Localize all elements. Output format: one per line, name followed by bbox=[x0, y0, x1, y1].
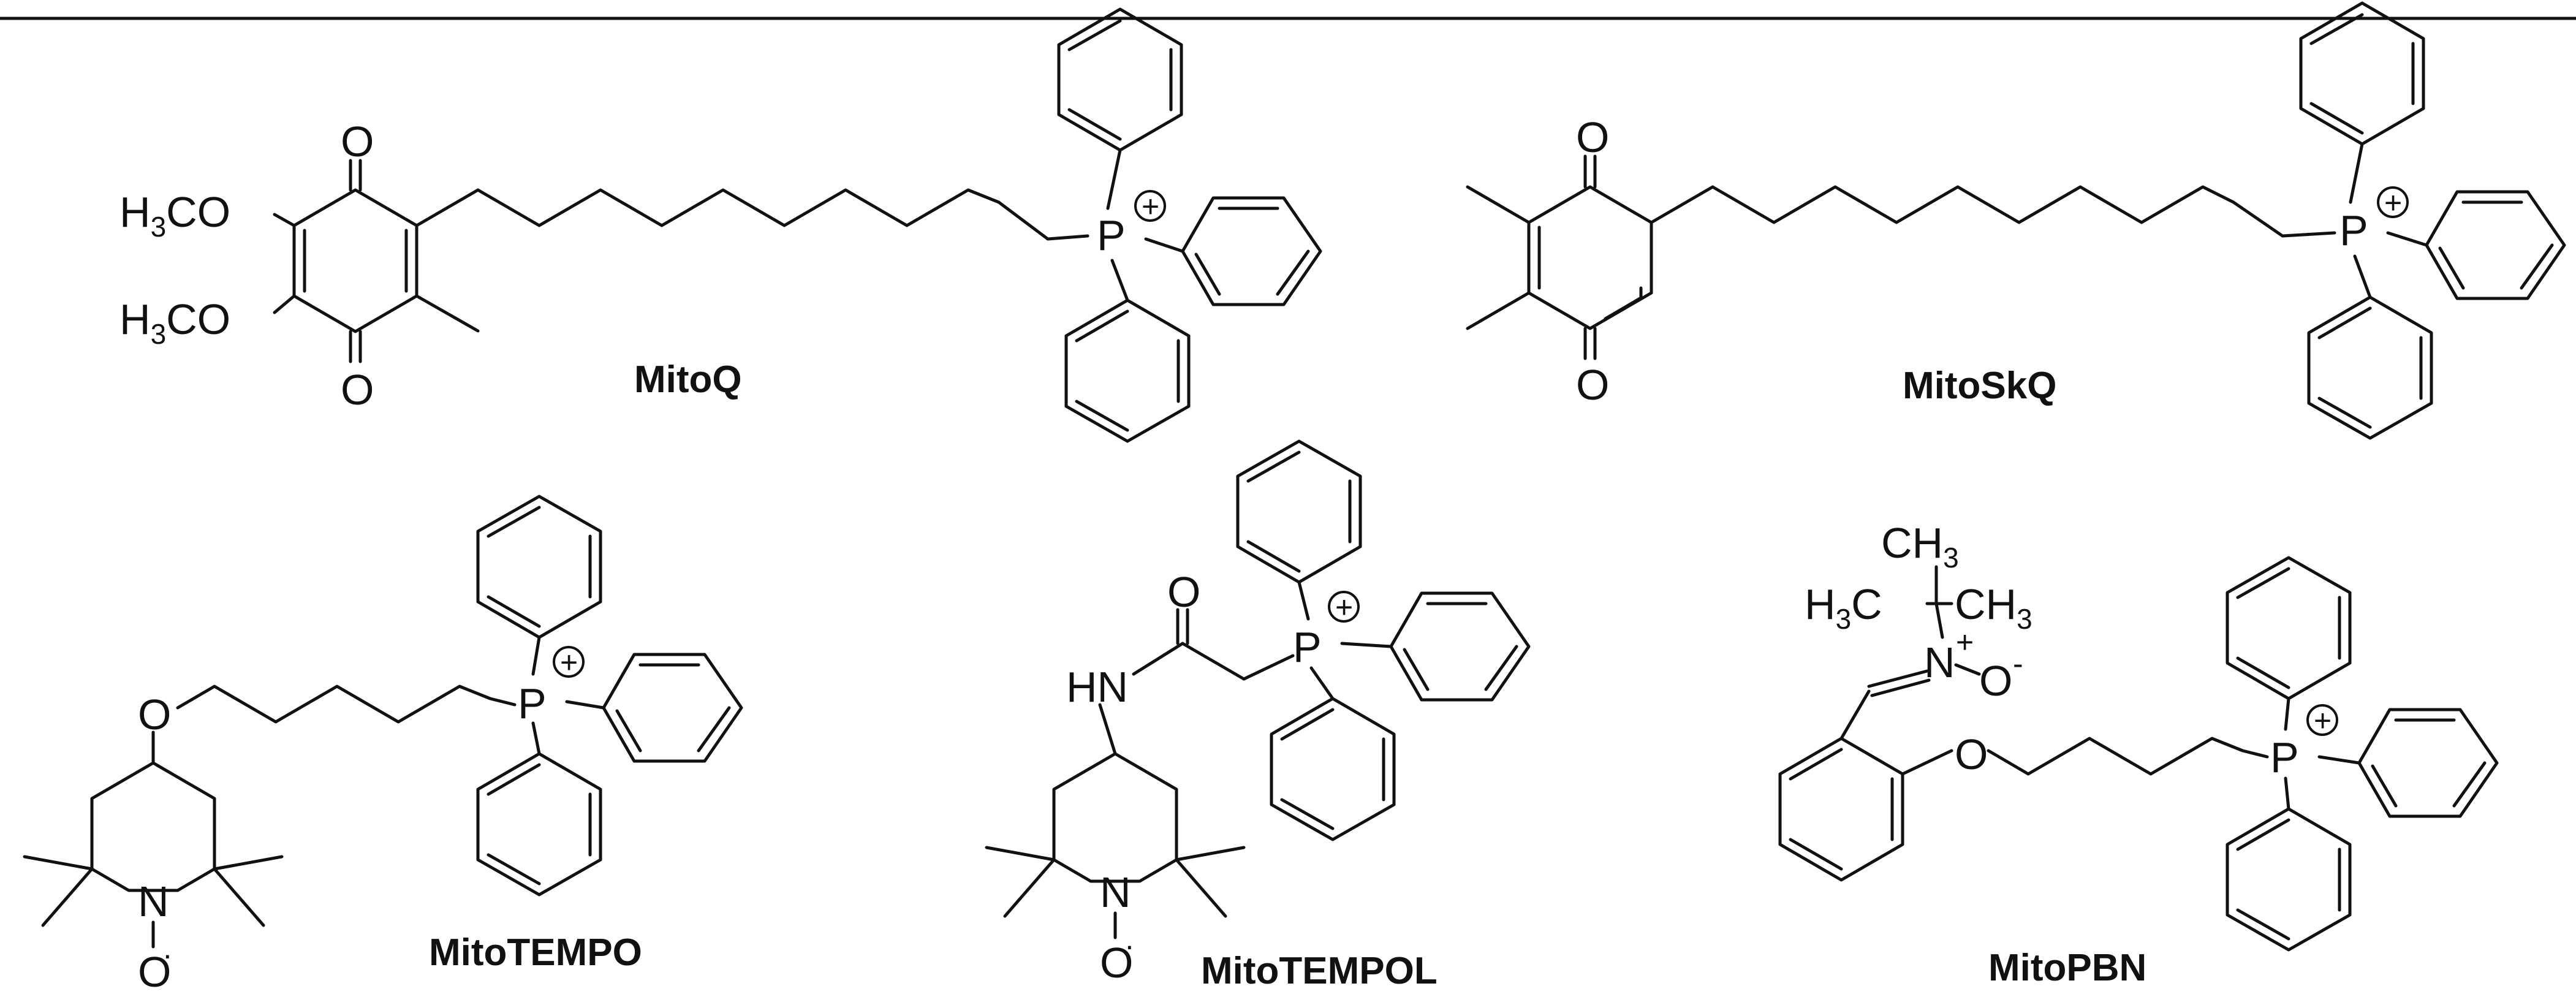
mitotempol-positive-charge bbox=[1328, 591, 1360, 623]
structure-mitopbn: CH3 H3C CH3 N + O - O P + bbox=[1778, 519, 2499, 989]
mitopbn-nitrone-plus: + bbox=[1956, 625, 1974, 659]
label-mitopbn: MitoPBN bbox=[1988, 947, 2146, 989]
label-mitotempol: MitoTEMPOL bbox=[1201, 950, 1438, 992]
mitopbn-alkyl-chain bbox=[1987, 737, 2269, 776]
mitopbn-nitrone-minus: - bbox=[2013, 647, 2023, 681]
mitoq-carbonyl-o-top: O bbox=[341, 118, 374, 165]
mitoskq-charge-plus: + bbox=[2384, 186, 2402, 220]
mitoq-methoxy-top: H3CO bbox=[119, 188, 230, 243]
mitotempol-phenyl-right bbox=[1389, 591, 1531, 702]
mitoskq-positive-charge bbox=[2377, 186, 2409, 218]
mitoskq-phenyl-right bbox=[2425, 190, 2566, 300]
mitotempol-phenyl-bottom bbox=[1270, 697, 1396, 841]
mitotempol-amide-nh: HN bbox=[1066, 663, 1128, 711]
mitoq-phenyl-top bbox=[1057, 7, 1183, 152]
mitoq-phenyl-bottom bbox=[1064, 298, 1191, 443]
mitopbn-positive-charge bbox=[2306, 704, 2338, 736]
mitotempo-ether-o: O bbox=[138, 691, 171, 738]
mitoq-alkyl-chain bbox=[476, 188, 1089, 241]
mitoskq-alkyl-chain bbox=[1711, 185, 2336, 238]
mitopbn-phenyl-top bbox=[2226, 556, 2352, 700]
mitopbn-nitrone-n: N bbox=[1924, 639, 1955, 686]
mitoq-positive-charge bbox=[1134, 190, 1166, 222]
mitotempo-alkyl-chain bbox=[176, 685, 517, 724]
mitoq-methoxy-bottom: H3CO bbox=[119, 295, 230, 350]
mitopbn-methyl-top: CH3 bbox=[1881, 519, 1959, 574]
label-mitotempo: MitoTEMPO bbox=[429, 931, 642, 974]
structure-mitotempo: N O · O P + MitoTEMPO bbox=[23, 495, 743, 996]
mitotempol-nitroxide-n: N bbox=[1100, 868, 1131, 916]
mitotempol-nitroxide-o: O bbox=[1100, 939, 1133, 987]
mitotempol-charge-plus: + bbox=[1335, 590, 1353, 624]
mitotempol-phenyl-top bbox=[1236, 439, 1362, 584]
mitopbn-nitrone-o: O bbox=[1979, 657, 2012, 705]
mitotempo-phenyl-right bbox=[602, 653, 743, 763]
mitotempo-positive-charge bbox=[553, 646, 585, 678]
mitoq-phenyl-right bbox=[1181, 196, 1322, 306]
mitoskq-phosphorus: P bbox=[2339, 207, 2368, 254]
mitopbn-ether-o: O bbox=[1955, 730, 1988, 778]
mitotempol-radical-dot: · bbox=[1124, 928, 1135, 963]
mitopbn-methyl-left: H3C bbox=[1805, 580, 1882, 635]
structure-mitotempol: N O · HN O P + MitoTEMPOL bbox=[985, 439, 1531, 992]
mitopbn-phenyl-bottom bbox=[2226, 807, 2352, 952]
mitotempo-nitroxide-o: O bbox=[138, 948, 171, 996]
label-mitoq: MitoQ bbox=[634, 358, 742, 401]
mitoq-charge-plus: + bbox=[1142, 189, 1159, 224]
mitotempo-phenyl-bottom bbox=[476, 752, 602, 897]
mitotempo-piperidine-ring bbox=[23, 730, 284, 927]
structure-mitoskq: O O P + MitoSkQ bbox=[1466, 1, 2566, 440]
mitopbn-charge-plus: + bbox=[2314, 704, 2332, 738]
mitotempol-amide-o: O bbox=[1167, 568, 1200, 616]
structure-mitoq: O O H3CO H3CO P + bbox=[119, 7, 1322, 443]
mitoq-carbonyl-o-bottom: O bbox=[341, 366, 374, 414]
label-mitoskq: MitoSkQ bbox=[1903, 365, 2056, 407]
mitotempo-radical-dot: · bbox=[162, 938, 173, 972]
mitoskq-carbonyl-o-bottom: O bbox=[1576, 361, 1609, 409]
mitotempo-nitroxide-n: N bbox=[138, 878, 169, 925]
mitotempol-piperidine-ring bbox=[985, 703, 1246, 918]
plastoquinone-ring: O O bbox=[1466, 113, 1714, 409]
quinone-ring: O O bbox=[273, 118, 480, 414]
mitopbn-benzene-ring bbox=[1778, 737, 1904, 882]
mitopbn-methyl-right: CH3 bbox=[1955, 580, 2032, 635]
mitopbn-phenyl-right bbox=[2357, 708, 2499, 818]
mitotempo-phenyl-top bbox=[476, 495, 602, 639]
mitotempo-charge-plus: + bbox=[560, 645, 578, 680]
mitoskq-phenyl-bottom bbox=[2307, 295, 2433, 440]
mitoskq-phenyl-top bbox=[2299, 1, 2425, 146]
mitotempo-phosphorus: P bbox=[518, 680, 547, 727]
mitoq-phosphorus: P bbox=[1097, 211, 1126, 259]
mitotempol-phosphorus: P bbox=[1293, 623, 1322, 671]
mitoskq-carbonyl-o-top: O bbox=[1576, 113, 1609, 161]
mitopbn-phosphorus: P bbox=[2270, 734, 2299, 781]
